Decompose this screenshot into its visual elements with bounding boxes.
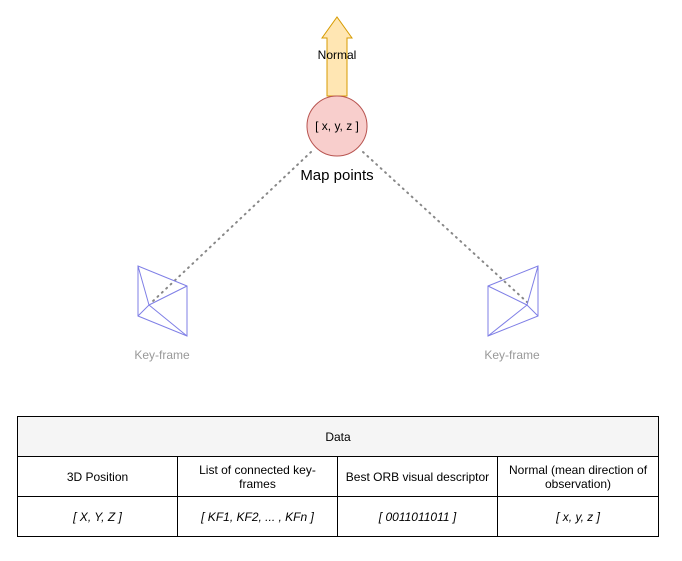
normal-label: Normal (318, 48, 357, 62)
normal-arrow (321, 16, 353, 97)
column-3d-position: 3D Position (17, 456, 178, 497)
table-values-row: [ X, Y, Z ] [ KF1, KF2, ... , KFn ] [ 00… (17, 496, 660, 537)
map-point-diagram: Normal [ x, y, z ] Map points Key-frame … (134, 16, 540, 362)
observation-line-left (151, 151, 312, 303)
keyframe-label-left: Key-frame (134, 348, 190, 362)
map-point-circle (306, 95, 368, 157)
keyframe-label-right: Key-frame (484, 348, 540, 362)
table-header-row: Data (16, 416, 660, 457)
map-points-label: Map points (300, 167, 373, 184)
data-table: Data 3D Position List of connected key-f… (16, 416, 660, 537)
column-connected-keyframes: List of connected key-frames (177, 456, 338, 497)
value-orb-descriptor: [ 0011011011 ] (337, 496, 498, 537)
normal-arrow-shape (321, 16, 353, 97)
value-connected-keyframes: [ KF1, KF2, ... , KFn ] (177, 496, 338, 537)
observation-line-right (362, 151, 528, 303)
table-title: Data (16, 416, 660, 457)
keyframe-camera-left-icon (137, 265, 188, 337)
column-normal: Normal (mean direction of observation) (496, 456, 660, 497)
column-orb-descriptor: Best ORB visual descriptor (337, 456, 498, 497)
table-columns-row: 3D Position List of connected key-frames… (17, 456, 660, 497)
value-3d-position: [ X, Y, Z ] (17, 496, 178, 537)
keyframe-camera-right-icon (487, 265, 539, 337)
value-normal: [ x, y, z ] (496, 496, 660, 537)
map-point-coordinates: [ x, y, z ] (315, 119, 359, 133)
